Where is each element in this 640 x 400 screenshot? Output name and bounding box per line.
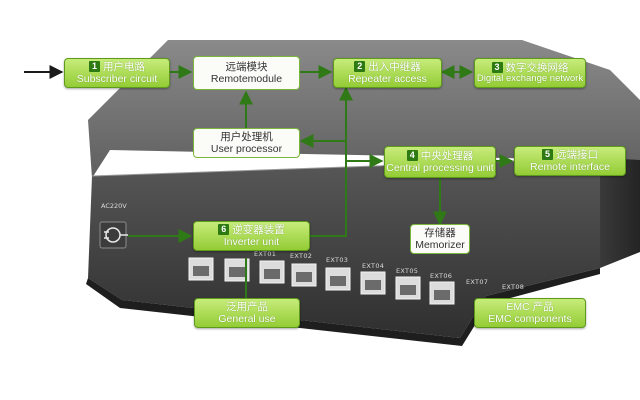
digital-exchange-zh: 数字交换网络 [505,61,569,74]
power-rating-label: AC220V [101,202,127,210]
node-user-processor: 用户处理机 User processor [193,128,300,158]
central-processing-en: Central processing unit [386,162,494,174]
port-label-ext06: EXT06 [430,272,453,280]
node-memorizer: 存储器 Memorizer [410,224,470,254]
badge-1: 1 [89,61,100,73]
inverter-unit-en: Inverter unit [223,236,280,248]
remote-module-en: Remotemodule [210,73,283,85]
remote-interface-en: Remote interface [530,161,610,173]
port-label-ext02: EXT02 [290,252,313,260]
general-use-en: General use [218,313,276,325]
remote-interface-zh: 远端接口 [556,148,598,161]
emc-components-en: EMC components [488,313,572,325]
port-label-ext01: EXT01 [254,250,277,258]
repeater-access-zh: 出入中继器 [368,60,421,73]
subscriber-circuit-en: Subscriber circuit [76,73,158,85]
badge-4: 4 [406,150,418,162]
node-remote-module: 远端模块 Remotemodule [193,56,300,90]
memorizer-en: Memorizer [415,239,465,251]
emc-components-zh: EMC 产品 [506,300,554,313]
badge-5: 5 [542,149,553,161]
memorizer-zh: 存储器 [424,226,456,239]
user-processor-zh: 用户处理机 [220,130,273,143]
digital-exchange-en: Digital exchange network [476,72,584,84]
port-label-ext08: EXT08 [502,283,525,291]
port-label-ext07: EXT07 [466,278,489,286]
port-label-ext03: EXT03 [326,256,349,264]
port-label-ext05: EXT05 [396,267,419,275]
general-use-zh: 泛用产品 [226,300,268,313]
badge-3: 3 [491,62,503,74]
subscriber-circuit-zh: 用户电路 [103,60,145,73]
node-emc-components: EMC 产品 EMC components [474,298,586,328]
remote-module-zh: 远端模块 [225,60,268,73]
badge-2: 2 [354,61,366,73]
badge-6: 6 [218,224,230,236]
repeater-access-en: Repeater access [348,73,427,85]
node-general-use: 泛用产品 General use [194,298,300,328]
port-label-ext04: EXT04 [362,262,385,270]
central-processing-zh: 中央处理器 [420,149,474,162]
inverter-unit-zh: 逆变器装置 [232,223,285,236]
user-processor-en: User processor [210,143,283,155]
